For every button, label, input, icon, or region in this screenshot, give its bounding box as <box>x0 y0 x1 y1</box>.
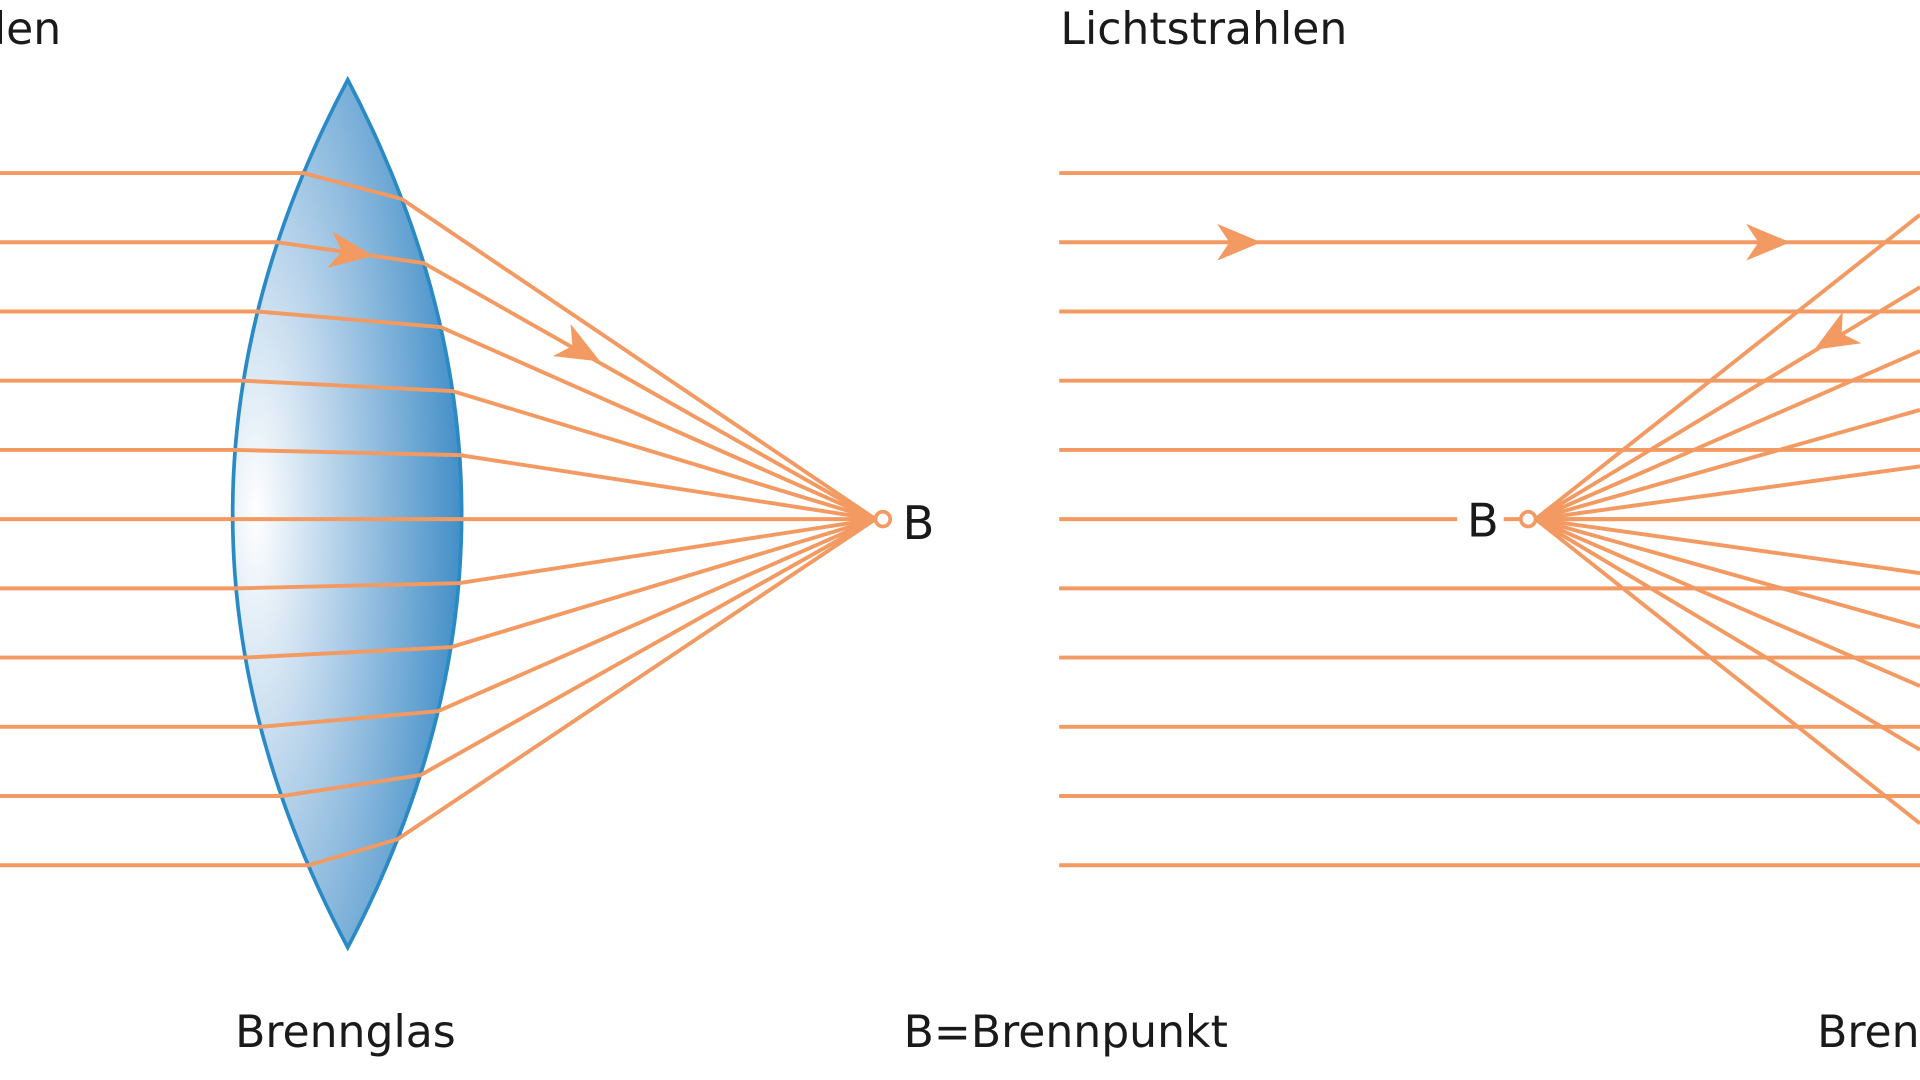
focus-label-left: B <box>902 496 934 550</box>
left-title: Lichtstrahlen <box>0 4 61 55</box>
focal-point-left <box>873 509 893 529</box>
lens-caption: Brennglas <box>235 1007 456 1058</box>
incoming-ray-left <box>0 517 877 660</box>
converging-ray-right <box>1534 517 1920 630</box>
incoming-ray-left <box>0 517 876 591</box>
converging-ray-right <box>1535 517 1920 576</box>
arrow-group <box>327 223 1862 362</box>
arrowhead-icon <box>1746 223 1791 261</box>
focus-label-right: B <box>1467 493 1499 547</box>
incoming-ray-left <box>0 517 877 798</box>
right-title: Lichtstrahlen <box>1060 4 1347 55</box>
incoming-ray-left <box>0 447 876 522</box>
incoming-ray-left <box>0 378 877 522</box>
focal-point-right <box>1518 509 1538 529</box>
converging-ray-right <box>1534 517 1920 688</box>
incoming-ray-left <box>0 517 877 868</box>
converging-ray-right <box>1534 408 1920 522</box>
converging-ray-right <box>1535 464 1920 522</box>
left-ray-group <box>0 171 877 868</box>
converging-ray-right <box>1534 213 1920 521</box>
converging-ray-right <box>1534 285 1920 521</box>
arrowhead-icon <box>552 323 601 362</box>
arrowhead-icon <box>1814 311 1862 350</box>
converging-ray-right <box>1534 517 1920 752</box>
incoming-ray-left <box>0 517 877 729</box>
arrowhead-icon <box>327 231 374 268</box>
right-caption: Brennglas <box>1817 1007 1920 1058</box>
converging-ray-right <box>1534 517 1920 826</box>
incoming-ray-left <box>0 309 877 521</box>
convex-lens <box>230 75 464 952</box>
arrowhead-icon <box>1217 223 1262 261</box>
incoming-ray-left <box>0 171 877 521</box>
legend-focal-point: B=Brennpunkt <box>904 1007 1228 1058</box>
